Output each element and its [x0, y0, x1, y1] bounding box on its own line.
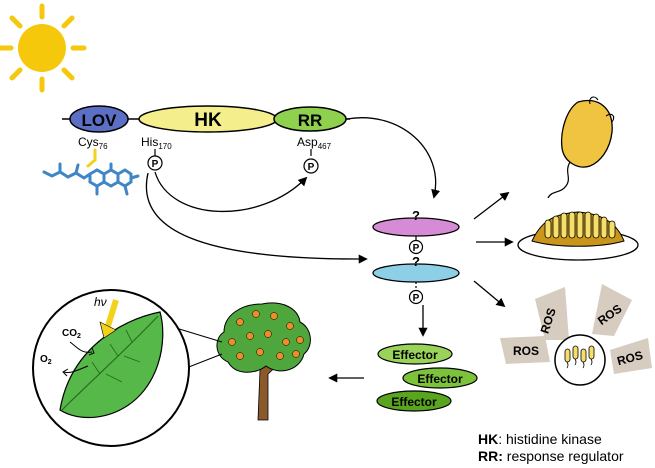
svg-text:Effector: Effector	[391, 395, 437, 409]
svg-text:?: ?	[412, 254, 420, 269]
light-arrow-icon	[99, 321, 117, 339]
unknown-rr-1: ? P	[372, 208, 460, 255]
phospho-rr2	[408, 289, 424, 305]
svg-text:P: P	[152, 159, 159, 170]
ros-label-3: ROS	[513, 344, 539, 358]
biofilm-icon	[517, 211, 639, 261]
bacterium-icon	[547, 96, 615, 199]
cys-residue-label: Cys76	[78, 135, 108, 151]
lov-domain: LOV	[69, 105, 129, 133]
o2-label: O2	[40, 354, 52, 366]
tree-icon	[216, 302, 311, 421]
hk-label: HK	[194, 110, 222, 131]
legend-hk-abbr: HK	[478, 431, 499, 447]
svg-text:P: P	[413, 243, 420, 254]
unknown-rr-2: ? P	[372, 254, 460, 305]
phospho-rr1	[408, 239, 424, 255]
arrow-to-motility	[473, 191, 510, 220]
ros-cell-icon: ROS ROS ROS ROS	[500, 284, 652, 386]
arrow-to-ros	[473, 280, 506, 308]
legend-hk-text: histidine kinase	[506, 431, 602, 447]
effector-1: Effector	[377, 343, 453, 365]
legend-rr-text: response regulator	[506, 448, 624, 464]
phospho-asp: P	[303, 158, 319, 174]
phospho-his: P	[147, 155, 163, 171]
flavin-molecule-icon	[42, 148, 140, 196]
effector-3: Effector	[376, 390, 452, 412]
effector-2: Effector	[402, 367, 478, 389]
legend-hk: HK: histidine kinase	[478, 431, 602, 447]
arrow-his-to-asp	[154, 171, 308, 213]
svg-text:?: ?	[412, 208, 420, 223]
sun-icon	[0, 3, 87, 93]
svg-text:P: P	[413, 293, 420, 304]
zoom-line-top	[175, 327, 223, 343]
hk-domain: HK	[138, 105, 278, 133]
ros-label-4: ROS	[616, 348, 645, 368]
rr-label: RR	[298, 111, 323, 130]
svg-text:P: P	[308, 162, 315, 173]
co2-label: CO2	[62, 328, 81, 340]
legend-rr-abbr: RR:	[478, 448, 503, 464]
svg-text:Effector: Effector	[392, 348, 438, 362]
leaf-zoom-circle: hν CO2 O2	[32, 289, 190, 447]
rr-domain: RR	[273, 106, 347, 132]
his-residue-label: His170	[141, 135, 172, 151]
arrow-rr-to-rr1	[346, 117, 441, 199]
svg-text:Effector: Effector	[417, 372, 463, 386]
asp-residue-label: Asp467	[297, 135, 332, 151]
legend-rr: RR: response regulator	[478, 448, 624, 464]
lov-label: LOV	[82, 111, 118, 130]
hv-label: hν	[94, 295, 107, 309]
arrow-his-to-rr2	[145, 172, 368, 264]
